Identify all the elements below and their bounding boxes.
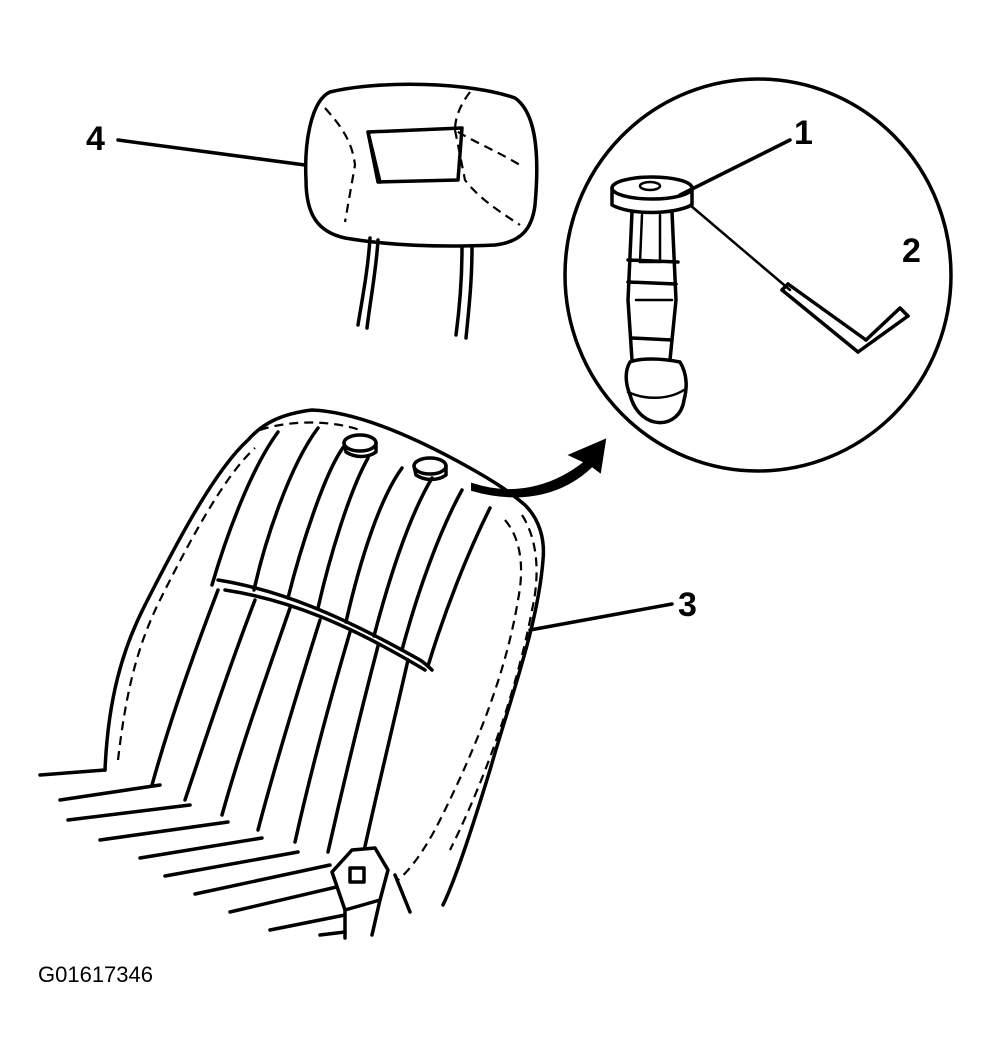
callout-1: 1	[794, 114, 813, 152]
leader-line-1	[678, 138, 792, 197]
seat-cushion	[38, 768, 412, 940]
callout-2: 2	[902, 232, 921, 270]
callout-4: 4	[86, 120, 105, 158]
figure-id: G01617346	[38, 962, 153, 987]
leader-line-3	[528, 602, 674, 632]
callout-3: 3	[678, 586, 697, 624]
detail-arrow	[471, 438, 607, 498]
leader-line-4	[116, 138, 307, 167]
detail-circle	[563, 77, 953, 473]
headrest	[303, 82, 539, 340]
seat-back	[103, 408, 546, 907]
leader-line-2	[688, 203, 792, 292]
